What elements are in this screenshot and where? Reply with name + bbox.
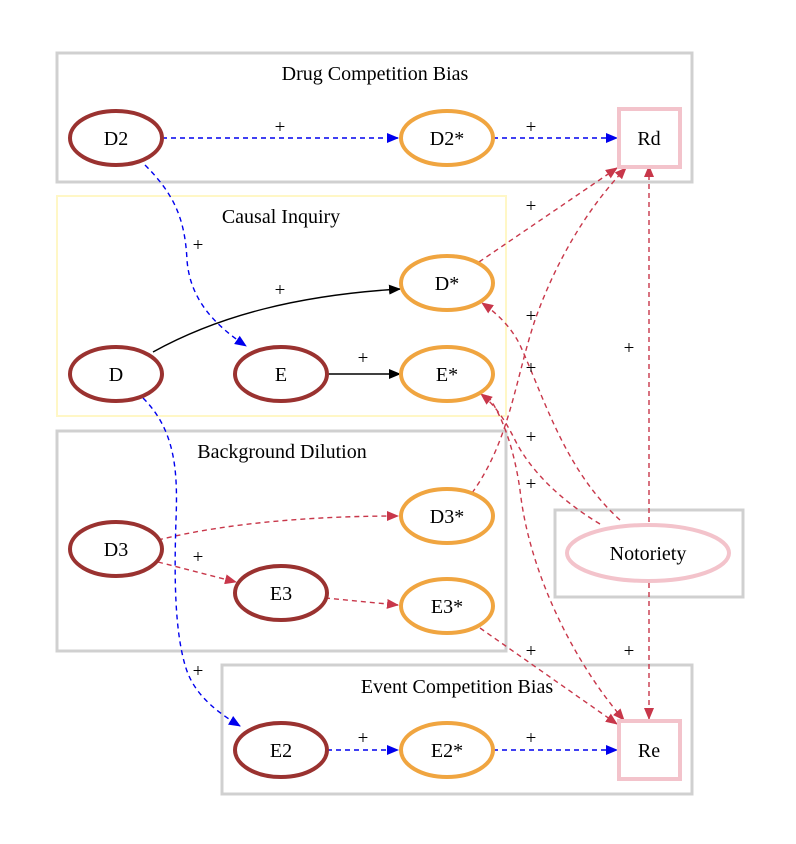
edge-labels: + + + + + + + + + + + + + + + + + — [193, 117, 635, 749]
node-dstar: D* — [399, 254, 495, 312]
cluster-event-competition-bias: Event Competition Bias — [220, 663, 694, 796]
edge-label: + — [526, 427, 537, 448]
edge-d3-to-e3 — [157, 561, 237, 585]
edge-label: + — [526, 474, 537, 495]
cluster-label-causal-inquiry: Causal Inquiry — [222, 206, 340, 228]
node-label-notoriety: Notoriety — [610, 543, 687, 565]
node-label-d3star: D3* — [430, 506, 464, 528]
node-label-e3star: E3* — [431, 596, 463, 618]
edge-d-to-dstar — [152, 284, 401, 353]
node-label-d3: D3 — [104, 539, 128, 561]
edges — [142, 133, 654, 755]
edge-label: + — [526, 117, 537, 138]
cluster-label-event-competition: Event Competition Bias — [361, 676, 553, 698]
edge-e3-to-e3star — [324, 597, 399, 609]
cluster-causal-inquiry: Causal Inquiry — [56, 195, 507, 417]
edge-label: + — [193, 547, 204, 568]
edge-label: + — [193, 661, 204, 682]
edge-label: + — [624, 641, 635, 662]
node-e2star: E2* — [399, 721, 495, 779]
edge-label: + — [526, 358, 537, 379]
node-label-rd: Rd — [637, 128, 660, 150]
node-notoriety: Notoriety — [565, 523, 731, 583]
edge-label: + — [526, 641, 537, 662]
node-e2: E2 — [233, 721, 329, 779]
node-d3star: D3* — [399, 487, 495, 545]
node-label-d2: D2 — [104, 128, 128, 150]
edge-label: + — [358, 348, 369, 369]
node-d2star: D2* — [399, 109, 495, 167]
node-estar: E* — [399, 345, 495, 403]
edge-e3star-to-re — [479, 627, 618, 725]
node-label-d: D — [109, 364, 123, 386]
node-re: Re — [617, 719, 682, 781]
node-label-e2star: E2* — [431, 740, 463, 762]
node-rd: Rd — [617, 107, 682, 169]
edge-label: + — [275, 117, 286, 138]
node-e3star: E3* — [399, 577, 495, 635]
edge-label: + — [526, 196, 537, 217]
edge-d2-to-e — [144, 164, 247, 347]
node-e3: E3 — [233, 564, 329, 622]
node-label-re: Re — [638, 740, 660, 762]
node-label-e: E — [275, 364, 287, 386]
node-label-e3: E3 — [270, 583, 292, 605]
node-label-dstar: D* — [435, 273, 459, 295]
node-label-estar: E* — [436, 364, 458, 386]
edge-label: + — [193, 235, 204, 256]
edge-label: + — [526, 306, 537, 327]
node-d: D — [68, 345, 164, 403]
node-label-e2: E2 — [270, 740, 292, 762]
node-d2: D2 — [68, 109, 164, 167]
node-label-d2star: D2* — [430, 128, 464, 150]
nodes: D2 D2* Rd D* D E E* D3* — [68, 107, 731, 781]
edge-label: + — [526, 728, 537, 749]
node-e: E — [233, 345, 329, 403]
edge-label: + — [358, 728, 369, 749]
edge-label: + — [624, 338, 635, 359]
edge-d3star-to-rd — [471, 167, 627, 494]
edge-label: + — [275, 280, 286, 301]
edge-d-to-e2 — [142, 397, 241, 727]
edge-d3-to-d3star — [157, 511, 399, 541]
cluster-background-dilution: Background Dilution — [55, 429, 508, 653]
cluster-label-background-dilution: Background Dilution — [197, 441, 366, 463]
node-d3: D3 — [68, 520, 164, 578]
edge-notoriety-to-dstar — [481, 302, 621, 521]
edge-notoriety-to-estar — [480, 393, 601, 525]
edge-estar-to-re — [487, 395, 625, 721]
cluster-label-drug-competition: Drug Competition Bias — [282, 63, 469, 85]
cluster-drug-competition-bias: Drug Competition Bias — [55, 51, 694, 184]
edge-dstar-to-rd — [478, 167, 618, 263]
